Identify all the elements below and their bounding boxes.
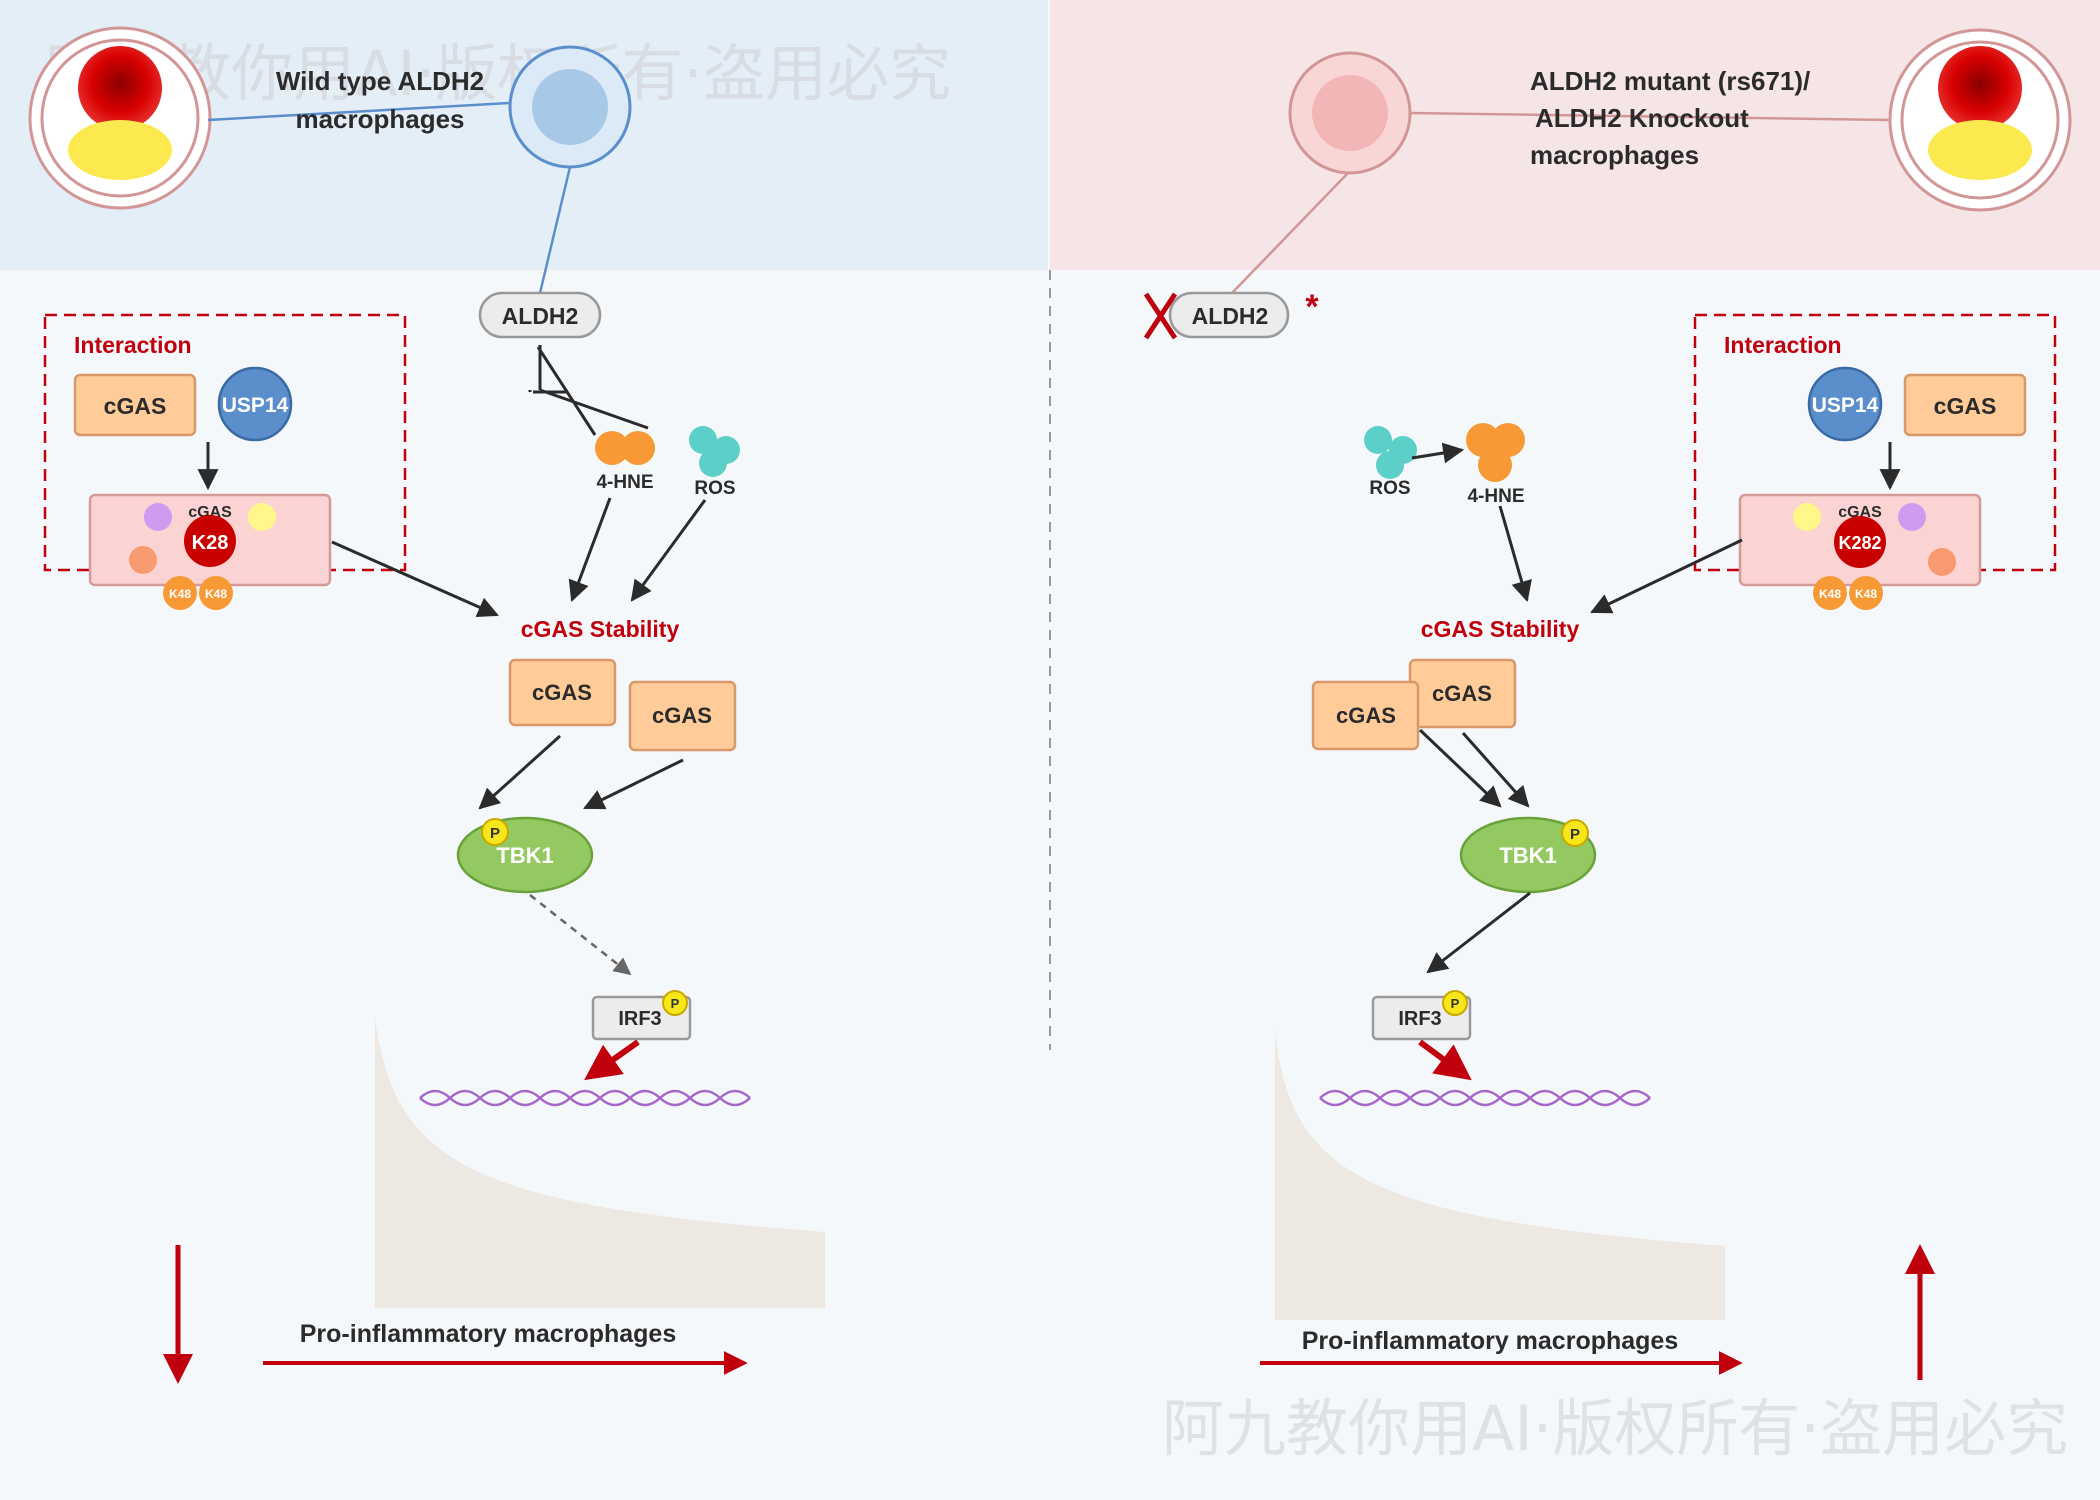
right-outcome-label: Pro-inflammatory macrophages (1302, 1327, 1679, 1355)
right-cell-label-line3: macrophages (1530, 140, 1699, 170)
left-cgas-box: cGAS (73, 373, 197, 437)
right-aldh2-knockout-cross-icon (1143, 292, 1178, 340)
left-macrophage-icon (508, 45, 632, 169)
left-cgas-label: cGAS (104, 393, 167, 419)
left-stability-label: cGAS Stability (521, 616, 680, 642)
left-ros-label: ROS (694, 478, 735, 499)
right-tbk1-phospho: P (1570, 826, 1580, 843)
left-k48-b: K48 (205, 587, 227, 601)
right-irf3-node: IRF3 P (1371, 990, 1472, 1041)
left-cgas-box-2: cGAS (628, 680, 737, 752)
left-irf3-node: IRF3 P (591, 990, 692, 1041)
left-interaction-title: Interaction (74, 332, 192, 358)
right-ros-label: ROS (1369, 478, 1410, 499)
right-k-site-label: K282 (1838, 533, 1881, 553)
left-tbk1-to-irf3-arrow (529, 894, 632, 976)
left-tbk1-phospho: P (490, 825, 500, 842)
left-macrophage-aldh2-link (538, 166, 572, 294)
right-tbk1-node: TBK1 P (1459, 816, 1597, 894)
right-tbk1-to-irf3-arrow (1426, 891, 1531, 974)
right-hne-to-stability-arrow (1498, 505, 1532, 603)
left-k48-a: K48 (169, 587, 191, 601)
right-aldh2-node: ALDH2 (1168, 291, 1290, 339)
right-hne-icon (1466, 423, 1525, 482)
right-irf3-label: IRF3 (1398, 1008, 1441, 1030)
right-interaction-title: Interaction (1724, 332, 1842, 358)
left-aldh2-label: ALDH2 (502, 303, 579, 329)
right-cgas-box: cGAS (1903, 373, 2027, 437)
left-cgas1-to-tbk1-arrow (478, 734, 562, 810)
left-hne-icon (595, 431, 655, 465)
right-macrophage-icon (1288, 51, 1412, 175)
left-cgas-box-1: cGAS (508, 658, 617, 727)
right-cgas-complex: cGAS K282 K48 K48 (1738, 493, 1982, 610)
left-irf3-to-dna-arrow (584, 1039, 640, 1081)
left-cell-label-line1: Wild type ALDH2 (276, 66, 484, 96)
left-k-site-label: K28 (192, 532, 229, 554)
right-cgas-box-1: cGAS (1311, 680, 1420, 751)
right-cgas1-to-tbk1-arrow (1418, 728, 1502, 808)
left-tbk1-node: TBK1 P (456, 816, 594, 894)
left-vessel-icon (28, 26, 212, 210)
right-stability-label: cGAS Stability (1421, 616, 1580, 642)
left-cell-label-line2: macrophages (295, 104, 464, 134)
right-hne-label: 4-HNE (1467, 486, 1524, 507)
left-cgas-1-label: cGAS (532, 680, 592, 705)
right-complex-cgas-label: cGAS (1838, 504, 1882, 521)
right-cgas-1-label: cGAS (1336, 703, 1396, 728)
left-cgas-complex: cGAS K28 K48 K48 (88, 493, 332, 610)
right-cgas-box-2: cGAS (1408, 658, 1517, 729)
left-expression-curve (375, 1018, 825, 1308)
left-usp14-label: USP14 (222, 394, 289, 417)
right-dna-icon (1319, 1089, 1651, 1107)
left-interaction-box (43, 313, 407, 572)
right-k48-a: K48 (1819, 587, 1841, 601)
right-ros-icon (1364, 426, 1417, 479)
left-ros-icon (689, 426, 740, 477)
left-ros-to-stability-arrow (630, 499, 707, 602)
left-irf3-phospho: P (671, 996, 680, 1011)
left-dna-icon (419, 1089, 751, 1107)
right-tbk1-label: TBK1 (1499, 843, 1556, 868)
left-vessel-link (207, 101, 511, 122)
left-complex-to-stability-arrow (331, 540, 499, 617)
right-macrophage-aldh2-link (1231, 172, 1349, 294)
right-k48-b: K48 (1855, 587, 1877, 601)
right-irf3-phospho: P (1451, 996, 1460, 1011)
right-vessel-icon (1888, 28, 2072, 212)
right-aldh2-label: ALDH2 (1192, 303, 1269, 329)
right-aldh2-star: * (1305, 288, 1319, 326)
right-cgas-2-label: cGAS (1432, 681, 1492, 706)
right-interaction-box (1693, 313, 2057, 572)
left-aldh2-node: ALDH2 (478, 291, 602, 339)
left-hne-to-stability-arrow (568, 497, 612, 602)
left-complex-cgas-label: cGAS (188, 504, 232, 521)
right-usp14-node: USP14 (1807, 366, 1883, 442)
right-usp14-label: USP14 (1812, 394, 1879, 417)
left-outcome-label: Pro-inflammatory macrophages (300, 1320, 677, 1348)
right-complex-to-stability-arrow (1590, 538, 1743, 614)
left-hne-label: 4-HNE (596, 472, 653, 493)
right-cell-label-line1: ALDH2 mutant (rs671)/ (1530, 66, 1810, 96)
left-aldh2-inhibits-hne (528, 345, 649, 436)
watermark-bottom: 阿九教你用AI·版权所有·盗用必究 (1162, 1392, 2068, 1465)
left-usp14-node: USP14 (217, 366, 293, 442)
left-irf3-label: IRF3 (618, 1008, 661, 1030)
left-cgas-2-label: cGAS (652, 703, 712, 728)
right-cgas-label: cGAS (1934, 393, 1997, 419)
right-ros-to-hne-arrow (1411, 442, 1465, 464)
right-irf3-to-dna-arrow (1418, 1039, 1472, 1081)
right-cgas2-to-tbk1-arrow (1461, 732, 1530, 808)
right-expression-curve (1275, 1030, 1725, 1320)
right-macrophage-vessel-link (1409, 111, 1891, 122)
left-tbk1-label: TBK1 (496, 843, 553, 868)
right-cell-label-line2: ALDH2 Knockout (1535, 103, 1749, 133)
left-cgas2-to-tbk1-arrow (583, 758, 684, 810)
